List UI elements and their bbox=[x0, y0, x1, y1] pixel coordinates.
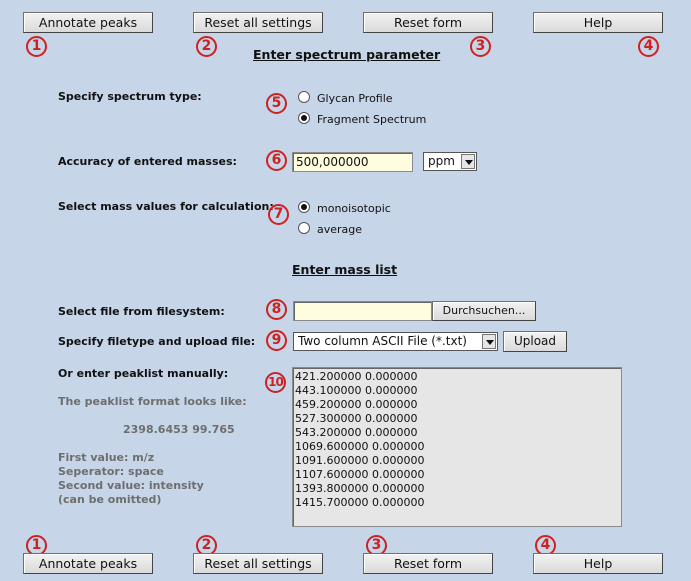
mass-list-heading: Enter mass list bbox=[292, 262, 398, 277]
peak-line: 1107.600000 0.000000 bbox=[295, 468, 425, 481]
format-note-omitted: (can be omitted) bbox=[58, 493, 162, 506]
fragment-spectrum-radio[interactable] bbox=[298, 112, 310, 124]
spectrum-type-label: Specify spectrum type: bbox=[58, 90, 202, 103]
chevron-down-icon bbox=[461, 154, 475, 169]
peak-line: 1069.600000 0.000000 bbox=[295, 440, 425, 453]
fragment-spectrum-label: Fragment Spectrum bbox=[317, 113, 427, 126]
browse-button[interactable]: Durchsuchen... bbox=[432, 301, 536, 321]
peak-line: 421.200000 0.000000 bbox=[295, 370, 418, 383]
mass-values-label: Select mass values for calculation: bbox=[58, 200, 274, 213]
format-note-separator: Seperator: space bbox=[58, 465, 164, 478]
format-example: 2398.6453 99.765 bbox=[123, 423, 235, 436]
chevron-down-icon bbox=[482, 334, 496, 349]
peak-line: 1091.600000 0.000000 bbox=[295, 454, 425, 467]
marker-3-top: 3 bbox=[470, 36, 491, 57]
marker-5: 5 bbox=[266, 93, 287, 114]
accuracy-label: Accuracy of entered masses: bbox=[58, 155, 237, 168]
file-path-input[interactable] bbox=[293, 301, 432, 321]
file-select-label: Select file from filesystem: bbox=[58, 305, 225, 318]
format-title: The peaklist format looks like: bbox=[58, 395, 247, 408]
reset-form-button-top[interactable]: Reset form bbox=[363, 12, 493, 33]
marker-1-top: 1 bbox=[26, 36, 47, 57]
manual-peaklist-label: Or enter peaklist manually: bbox=[58, 367, 229, 380]
filetype-label: Specify filetype and upload file: bbox=[58, 335, 256, 348]
glycan-profile-label: Glycan Profile bbox=[317, 92, 393, 105]
peak-line: 443.100000 0.000000 bbox=[295, 384, 418, 397]
accuracy-unit-value: ppm bbox=[428, 154, 455, 168]
marker-10: 10 bbox=[265, 372, 286, 393]
annotate-peaks-button-top[interactable]: Annotate peaks bbox=[23, 12, 153, 33]
average-radio[interactable] bbox=[298, 222, 310, 234]
average-label: average bbox=[317, 223, 363, 236]
peak-line: 527.300000 0.000000 bbox=[295, 412, 418, 425]
reset-form-button-bottom[interactable]: Reset form bbox=[363, 553, 493, 574]
marker-8: 8 bbox=[266, 299, 287, 320]
help-button-top[interactable]: Help bbox=[533, 12, 663, 33]
marker-7: 7 bbox=[268, 204, 289, 225]
filetype-select[interactable]: Two column ASCII File (*.txt) bbox=[293, 332, 498, 351]
peaklist-textarea[interactable]: 421.200000 0.000000 443.100000 0.000000 … bbox=[292, 367, 622, 527]
monoisotopic-label: monoisotopic bbox=[317, 202, 391, 215]
peak-line: 1415.700000 0.000000 bbox=[295, 496, 425, 509]
annotate-peaks-button-bottom[interactable]: Annotate peaks bbox=[23, 553, 153, 574]
marker-2-top: 2 bbox=[196, 36, 217, 57]
marker-4-top: 4 bbox=[638, 36, 659, 57]
marker-6: 6 bbox=[266, 150, 287, 171]
format-note-second: Second value: intensity bbox=[58, 479, 204, 492]
reset-all-settings-button-bottom[interactable]: Reset all settings bbox=[193, 553, 323, 574]
upload-button[interactable]: Upload bbox=[503, 331, 567, 352]
peak-line: 543.200000 0.000000 bbox=[295, 426, 418, 439]
marker-9: 9 bbox=[266, 330, 287, 351]
filetype-value: Two column ASCII File (*.txt) bbox=[298, 334, 467, 348]
peak-line: 459.200000 0.000000 bbox=[295, 398, 418, 411]
format-note-first: First value: m/z bbox=[58, 451, 155, 464]
reset-all-settings-button-top[interactable]: Reset all settings bbox=[193, 12, 323, 33]
accuracy-unit-select[interactable]: ppm bbox=[423, 152, 477, 171]
help-button-bottom[interactable]: Help bbox=[533, 553, 663, 574]
peak-line: 1393.800000 0.000000 bbox=[295, 482, 425, 495]
glycan-profile-radio[interactable] bbox=[298, 91, 310, 103]
monoisotopic-radio[interactable] bbox=[298, 201, 310, 213]
spectrum-parameter-heading: Enter spectrum parameter bbox=[253, 47, 441, 62]
accuracy-input[interactable]: 500,000000 bbox=[292, 152, 413, 172]
